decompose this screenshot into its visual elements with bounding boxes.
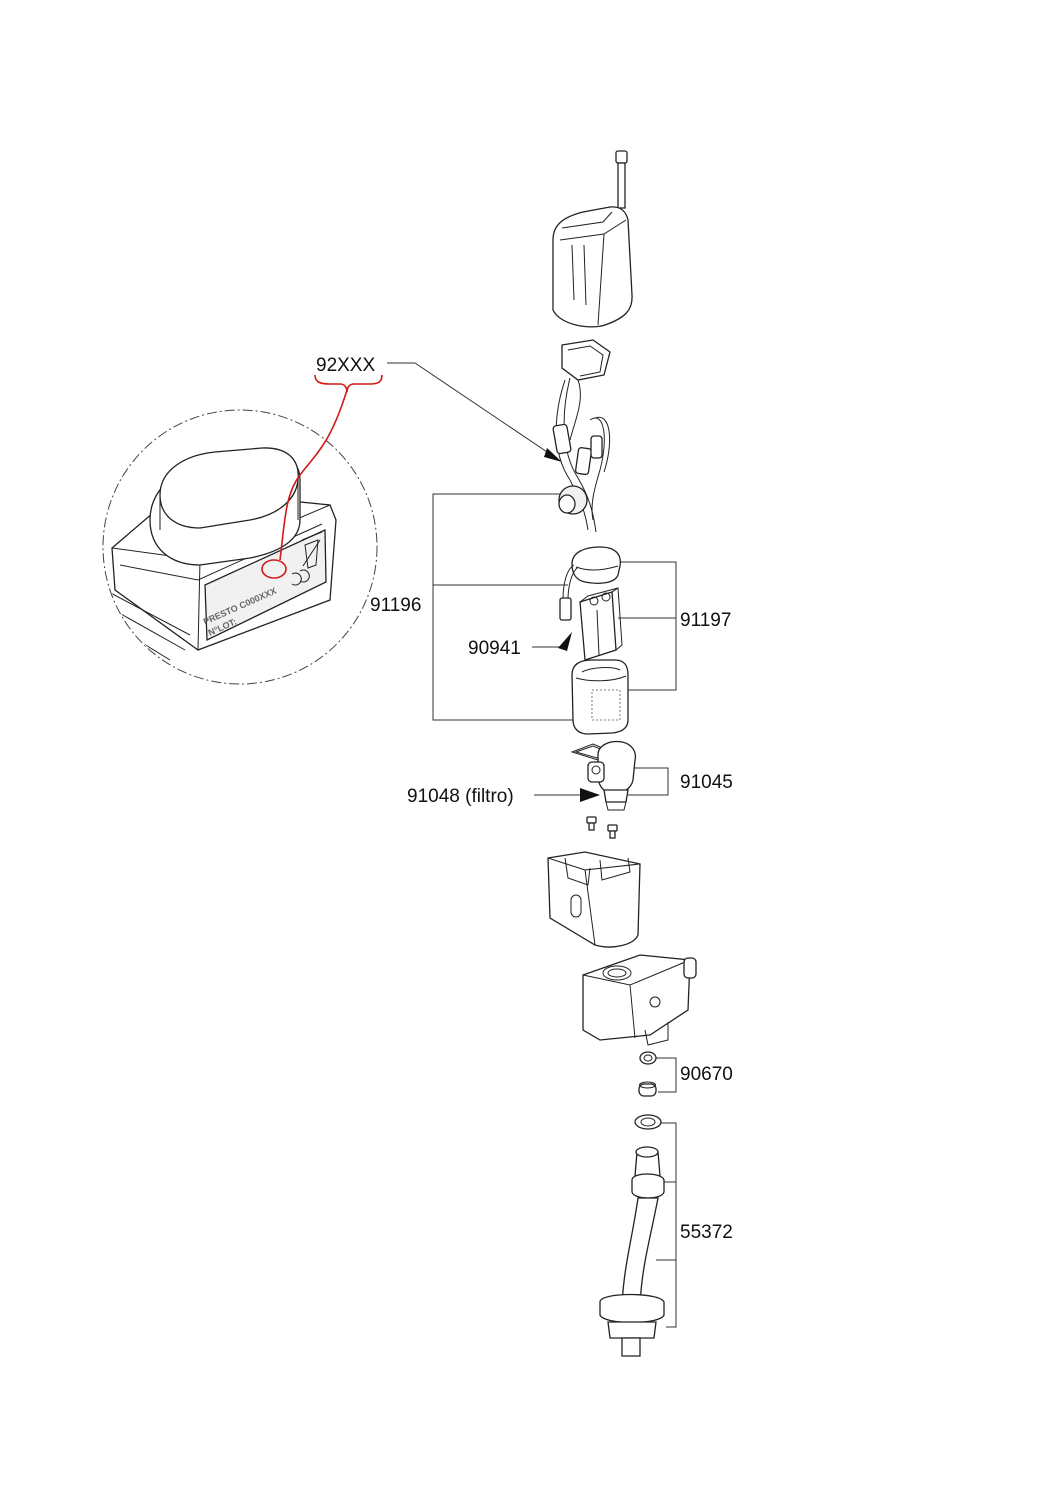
sensor-cover [552,206,633,328]
battery-holder [579,587,623,661]
small-screws [586,816,618,839]
mounting-clip [561,339,611,381]
valve-body [582,954,697,1046]
label-91045: 91045 [680,772,733,793]
label-55372: 55372 [680,1222,733,1243]
highlight-circle [261,559,287,579]
label-91197: 91197 [680,610,731,631]
label-90670: 90670 [680,1064,733,1085]
battery-cap [559,546,621,621]
solenoid-valve [570,740,637,811]
tailpiece-pipe [599,1146,665,1357]
ce-mark-icon [291,569,310,586]
nut-fitting [639,1051,657,1065]
valve-housing [547,851,641,948]
detail-circle [102,409,378,685]
waste-bin-icon [301,531,323,569]
label-92xxx: 92XXX [316,355,375,376]
label-91196: 91196 [370,595,421,616]
label-90941: 90941 [468,638,521,659]
washer [634,1114,662,1130]
leader-lines [387,362,677,1328]
top-screw [615,150,628,209]
highlight-curve [279,389,348,561]
detail-module-drawing: PRESTO C000XXX N°LOT: [104,447,337,661]
detail-magnifier: PRESTO C000XXX N°LOT: [102,374,383,685]
parts-stack [547,150,697,1357]
brace-92xxx [314,374,383,393]
battery-pack [571,659,629,735]
ferrule-fitting [638,1081,657,1097]
label-91048: 91048 (filtro) [407,786,514,807]
cable-assembly [552,377,611,533]
